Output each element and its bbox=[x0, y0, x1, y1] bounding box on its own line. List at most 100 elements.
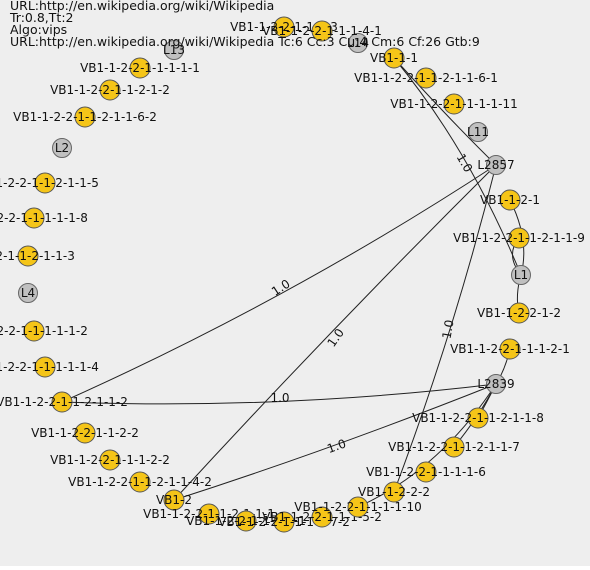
l-node-circle bbox=[511, 265, 531, 285]
l-node[interactable]: L11 bbox=[467, 122, 489, 142]
vb-node[interactable]: VB1-1-2-2-1-1-1-4-1 bbox=[262, 20, 382, 42]
node-label: VB1-1-2-2-1-2 bbox=[477, 306, 561, 320]
node-label: VB1-1-2-2-1-1-1-4-1 bbox=[262, 24, 382, 38]
node-label: VB1-1-2-2-1-1-2-1-1-6-1 bbox=[354, 71, 498, 85]
vb-node-circle bbox=[17, 245, 39, 267]
vb-node[interactable]: VB1-1-2-2-1-1-2-1-1-4-2 bbox=[68, 471, 212, 493]
node-label: VB1-1-2-2-1-1-2-1-1-9 bbox=[453, 231, 585, 245]
vb-node-circle bbox=[23, 207, 45, 229]
vb-node[interactable]: VB1-1-2-2-1-1-1-2-2 bbox=[50, 449, 170, 471]
vb-node[interactable]: VB1-1-2-2-1-1-2-2 bbox=[31, 422, 139, 444]
node-label: L13 bbox=[163, 43, 185, 57]
vb-node[interactable]: VB1-1-2-2-1-1-1-3 bbox=[230, 16, 338, 38]
vb-node[interactable]: VB1-1-2-2-1-1-1-1-6 bbox=[366, 461, 486, 483]
edge-weight-label: 1.0 bbox=[325, 326, 347, 350]
l-node[interactable]: L2857 bbox=[477, 155, 515, 175]
vb-node-circle bbox=[383, 481, 405, 503]
l-node[interactable]: L2 bbox=[52, 138, 72, 158]
vb-node-circle bbox=[347, 496, 369, 518]
l-node-circle bbox=[52, 138, 72, 158]
edge-weight-label: 1.0 bbox=[269, 277, 293, 299]
edge bbox=[393, 57, 522, 276]
vb-node-circle bbox=[99, 79, 121, 101]
vb-node-circle bbox=[99, 449, 121, 471]
node-label: VB1-1-1 bbox=[370, 51, 418, 65]
vb-node-circle bbox=[273, 511, 295, 533]
l-node[interactable]: L2839 bbox=[477, 374, 515, 394]
vb-node[interactable]: VB1-1-2-2-1-1-2-1-1-2 bbox=[0, 391, 128, 413]
node-label: VB1-1-2-2-1-1-1-2-1 bbox=[450, 342, 570, 356]
vb-node-circle bbox=[129, 471, 151, 493]
l-node[interactable]: L13 bbox=[163, 40, 185, 60]
edge-weight-label: 1.0 bbox=[325, 436, 348, 456]
vb-node-circle bbox=[273, 16, 295, 38]
vb-node-circle bbox=[508, 227, 530, 249]
node-label: VB1-1-2-2-1-1-1-1-6 bbox=[366, 465, 486, 479]
node-label: VB1-1-2-2-1-1-2-1-2 bbox=[50, 83, 170, 97]
edge bbox=[393, 164, 497, 493]
l-node-circle bbox=[164, 40, 184, 60]
edge-weight-label: 1.0 bbox=[270, 391, 289, 405]
node-label: VB1-1-2-2-1-1-1-3 bbox=[230, 20, 338, 34]
vb-node[interactable]: VB1-1-1 bbox=[370, 47, 418, 69]
vb-node-circle bbox=[74, 106, 96, 128]
vb-node[interactable]: -1-2-2-1-1-2-1-1-5 bbox=[0, 172, 99, 194]
vb-node-circle bbox=[467, 407, 489, 429]
l-node[interactable]: L1 bbox=[511, 265, 531, 285]
node-label: VB1-1-2-2-1-1-2-1-1-2 bbox=[0, 395, 128, 409]
l-node-circle bbox=[348, 33, 368, 53]
vb-node-circle bbox=[51, 391, 73, 413]
node-label: VB1-1-2-2-1-1-1-1-10 bbox=[294, 500, 421, 514]
l-node-circle bbox=[18, 283, 38, 303]
node-label: -1-2-2-1-1-1-1-1-4 bbox=[0, 360, 99, 374]
vb-node[interactable]: VB1-1-2-2-1-1-1-1-11 bbox=[390, 93, 518, 115]
vb-node[interactable]: VB1-1-2-2-1-1-2-1-1-8 bbox=[412, 407, 544, 429]
l-node-circle bbox=[486, 155, 506, 175]
edge bbox=[61, 383, 497, 405]
l-node[interactable]: L4 bbox=[18, 283, 38, 303]
vb-node[interactable]: VB1-1-2-2-1-1-1-1-1 bbox=[80, 57, 200, 79]
vb-node-circle bbox=[443, 93, 465, 115]
vb-node[interactable]: VB1-1-2-2-2 bbox=[358, 481, 430, 503]
vb-node-circle bbox=[383, 47, 405, 69]
vb-node[interactable]: VB1-1-2-2-1-1-2-1-2 bbox=[50, 79, 170, 101]
edge bbox=[173, 164, 497, 501]
vb-node[interactable]: VB1-1-2-2-1-1-2-1-1-6-2 bbox=[13, 106, 157, 128]
edge bbox=[393, 57, 497, 166]
vb-node[interactable]: -1-2-2-1-1-1-1-1-4 bbox=[0, 356, 99, 378]
vb-node[interactable]: VB1-2 bbox=[156, 489, 192, 511]
vb-node-circle bbox=[34, 172, 56, 194]
vb-node-circle bbox=[443, 436, 465, 458]
node-label: L2857 bbox=[477, 158, 514, 172]
edge bbox=[61, 164, 497, 403]
node-label: VB1-1-2-2-1-1-2-1-1-8 bbox=[412, 411, 544, 425]
vb-node[interactable]: VB1-1-2-2-1-2 bbox=[477, 302, 561, 324]
edge-weight-label: 1.0 bbox=[454, 151, 476, 175]
vb-node-circle bbox=[34, 356, 56, 378]
vb-node[interactable]: VB1-1-2-2-1-1-1-1-10 bbox=[294, 496, 422, 518]
header-threshold-line: Tr:0.8,Tt:2 bbox=[10, 10, 74, 25]
vb-node[interactable]: -1-2-2-1-1-1-1-1-2 bbox=[0, 320, 88, 342]
vb-node[interactable]: VB1-1-2-1 bbox=[480, 189, 540, 211]
header-url-line: URL:http://en.wikipedia.org/wiki/Wikiped… bbox=[10, 0, 275, 13]
vb-node-circle bbox=[311, 20, 333, 42]
vb-node[interactable]: -2-2-1-1-2-1-1-3 bbox=[0, 245, 75, 267]
vb-node[interactable]: -1-2-2-1-1-1-1-1-8 bbox=[0, 207, 88, 229]
node-label: -1-2-2-1-1-2-1-1-5 bbox=[0, 176, 99, 190]
bottom-border bbox=[0, 566, 590, 570]
vb-node[interactable]: VB1-1-2-2-1-1-1-2-1 bbox=[450, 338, 570, 360]
vb-node-circle bbox=[198, 503, 220, 525]
vb-node[interactable]: VB1-1-2-2-1-1-2-1-1-7 bbox=[388, 436, 520, 458]
node-label: VB1-1-2-2-1-1-1-1-11 bbox=[390, 97, 517, 111]
vb-node-circle bbox=[129, 57, 151, 79]
l-node[interactable]: L14 bbox=[347, 33, 369, 53]
vb-node[interactable]: VB1-1-2-2-1-1-2-1-1-6-1 bbox=[354, 67, 498, 89]
vb-node-circle bbox=[508, 302, 530, 324]
node-label: -2-2-1-1-2-1-1-3 bbox=[0, 249, 75, 263]
vb-node-circle bbox=[235, 510, 257, 532]
vb-node[interactable]: VB1-1-2-2-1-1-2-1-1-9 bbox=[453, 227, 585, 249]
vb-node-circle bbox=[499, 338, 521, 360]
node-label: VB1-1-2-2-1-1-2-1-1-6-2 bbox=[13, 110, 157, 124]
